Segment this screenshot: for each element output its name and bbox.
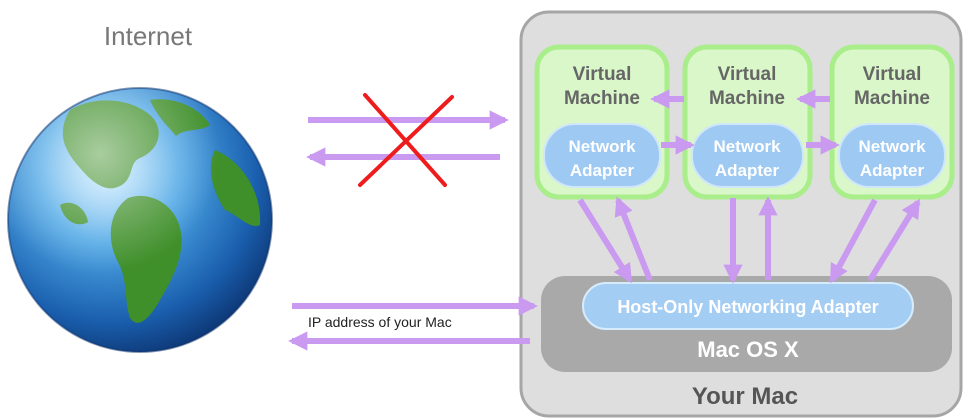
virtual-machine-2: Virtual Machine Network Adapter: [682, 44, 813, 200]
vm-title-line2: Machine: [564, 88, 640, 109]
blocked-x-icon: [358, 93, 454, 187]
adapter-label-line1: Network: [713, 137, 781, 156]
arrow-vm3-down: [829, 198, 878, 284]
globe-icon: [7, 87, 273, 353]
network-adapter-3: [838, 123, 946, 188]
arrow-vm3-up: [867, 198, 921, 282]
adapter-label-line2: Adapter: [860, 161, 925, 180]
vm-title-line2: Machine: [854, 88, 930, 109]
arrow-vm1-up: [614, 196, 653, 282]
virtual-machine-3: Virtual Machine Network Adapter: [829, 44, 955, 200]
adapter-label-line2: Adapter: [570, 161, 635, 180]
vm-title-line2: Machine: [709, 88, 785, 109]
arrow-vm1-down: [577, 198, 633, 284]
host-only-networking-adapter: [582, 282, 914, 330]
os-label: Mac OS X: [697, 337, 799, 362]
arrows: [288, 89, 921, 351]
adapter-label-line1: Network: [858, 137, 926, 156]
mac-label: Your Mac: [692, 383, 798, 410]
network-adapter-2: [691, 123, 804, 188]
host-adapter-label: Host-Only Networking Adapter: [617, 297, 878, 317]
adapter-label-line2: Adapter: [715, 161, 780, 180]
network-adapter-1: [543, 123, 661, 188]
adapter-label-line1: Network: [568, 137, 636, 156]
virtual-machine-1: Virtual Machine Network Adapter: [534, 44, 670, 200]
ip-address-label: IP address of your Mac: [308, 314, 452, 330]
vm-title-line1: Virtual: [718, 64, 777, 85]
internet-label: Internet: [104, 21, 193, 51]
vm-title-line1: Virtual: [863, 64, 922, 85]
vm-title-line1: Virtual: [573, 64, 632, 85]
